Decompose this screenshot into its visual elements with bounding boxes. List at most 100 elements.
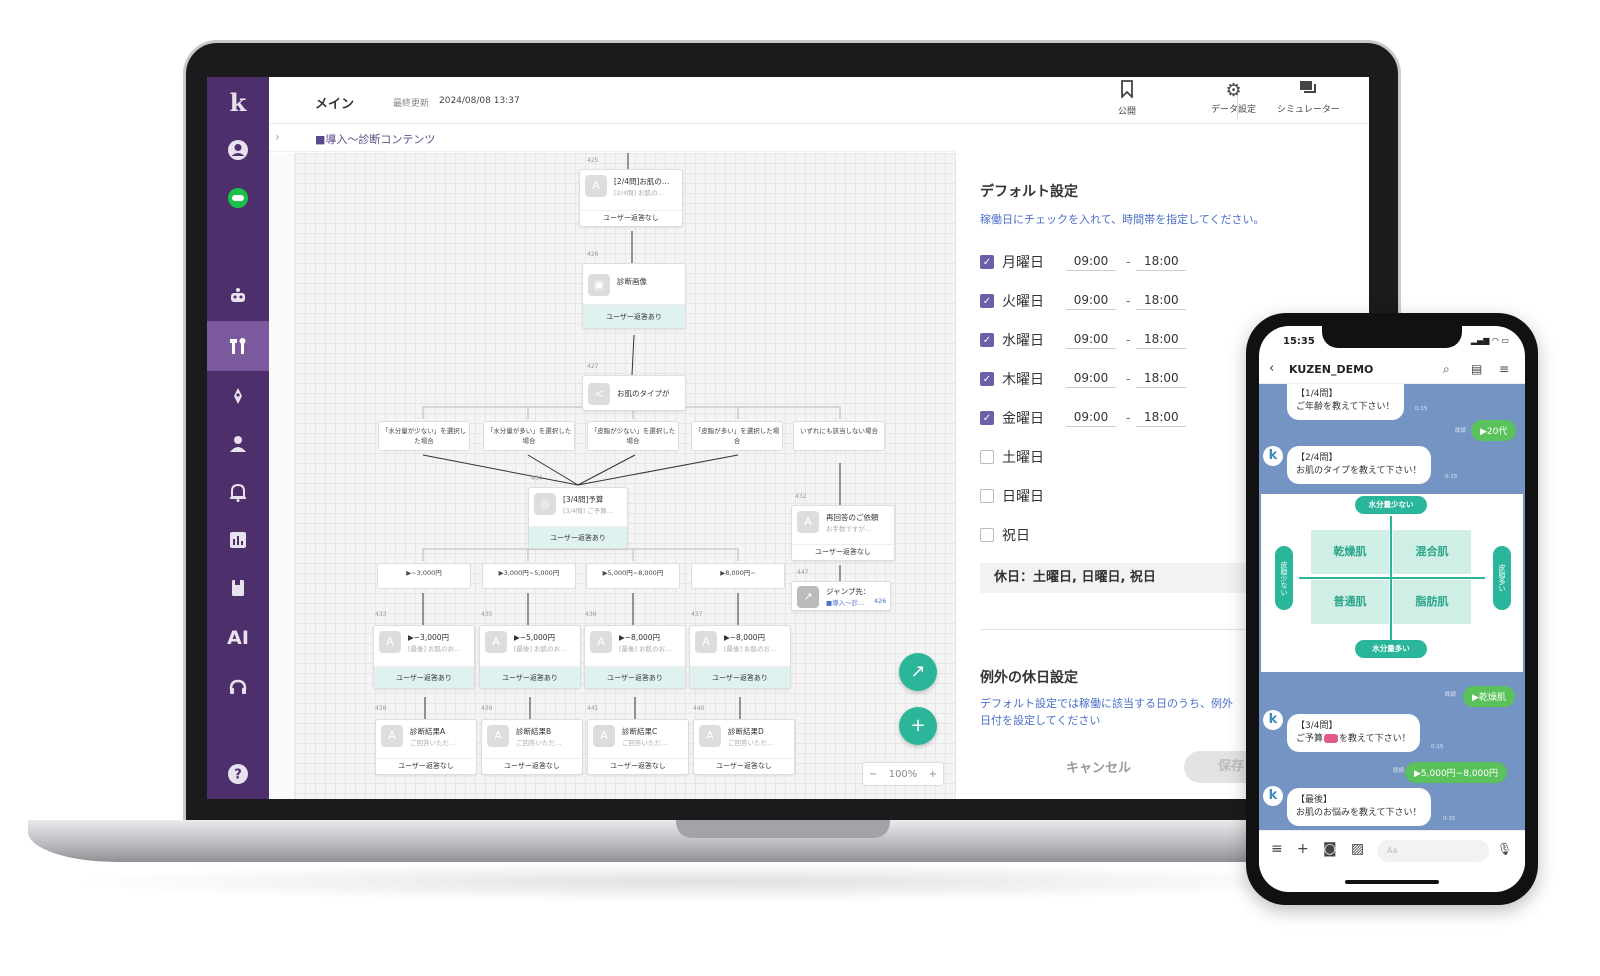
add-node-button[interactable]: + (899, 707, 937, 745)
ai-icon[interactable]: AI (207, 615, 269, 661)
chevron-right-icon[interactable]: › (275, 130, 280, 144)
condition-box[interactable]: 「皮脂が少ない」を選択した場合 (587, 421, 679, 451)
flow-node[interactable]: ▣ 診断画像 ユーザー返答あり (582, 263, 686, 329)
note-icon[interactable]: ▤ (1471, 362, 1483, 376)
flow-node[interactable]: A 診断結果D ご回答いただ… ユーザー返答なし (693, 719, 795, 775)
exception-desc-line-1: デフォルト設定では稼働に該当する日のうち、例外 (980, 697, 1233, 710)
menu-icon[interactable]: ≡ (1271, 841, 1283, 857)
flow-node[interactable]: A 診断結果A ご回答いただ… ユーザー返答なし (375, 719, 477, 775)
flow-canvas[interactable]: 425 A [2/4問]お肌の… [2/4問] お肌の… ユーザー返答なし 42… (295, 153, 955, 799)
back-icon[interactable]: ‹ (1269, 361, 1275, 376)
condition-box[interactable]: 「水分量が少ない」を選択した場合 (378, 421, 470, 451)
day-checkbox[interactable] (980, 489, 994, 503)
condition-box[interactable]: ▶8,000円~ (691, 563, 785, 589)
condition-box[interactable]: ▶5,000円~8,000円 (586, 563, 680, 589)
day-label: 火曜日 (1002, 294, 1044, 310)
end-time-input[interactable]: 18:00 (1136, 332, 1187, 349)
diagram-cell: 普通肌 (1311, 580, 1389, 624)
user-icon[interactable] (207, 127, 269, 173)
diagram-cell: 脂肪肌 (1393, 580, 1471, 624)
flow-node[interactable]: < お肌のタイプが (582, 375, 686, 411)
start-time-input[interactable]: 09:00 (1066, 332, 1116, 349)
message-input[interactable]: Aa (1377, 840, 1489, 862)
simulator-button[interactable]: シミュレーター (1277, 80, 1340, 115)
jump-node[interactable]: ↗ ジャンプ先： ■導入～診… 426 (791, 581, 891, 611)
condition-box[interactable]: いずれにも該当しない場合 (793, 421, 885, 451)
a-icon: A (487, 725, 509, 747)
support-icon[interactable] (207, 665, 269, 711)
flow-node[interactable]: ◎ [3/4問]予算 [3/4問] ご予算… ユーザー返答あり (528, 487, 628, 549)
phone-screen: 15:35 ▂▄▆ ◠ ▭ ‹ KUZEN_DEMO ⌕ ▤ ≡ 【1/4問】 … (1259, 326, 1525, 892)
help-icon[interactable]: ? (207, 751, 269, 797)
condition-box[interactable]: 「水分量が多い」を選択した場合 (483, 421, 575, 451)
condition-box[interactable]: ▶3,000円~5,000円 (482, 563, 576, 589)
image-icon[interactable]: ▨ (1351, 841, 1365, 857)
book-icon[interactable] (207, 565, 269, 611)
day-checkbox[interactable]: ✓ (980, 255, 994, 269)
node-subtitle: [2/4問] お肌の… (614, 189, 665, 197)
node-subtitle: [3/4問] ご予算… (563, 507, 614, 515)
share-button[interactable]: ↗ (899, 653, 937, 691)
flow-node[interactable]: A ▶~5,000円 [最後] お肌のお… ユーザー返答あり (479, 625, 581, 689)
day-checkbox[interactable] (980, 528, 994, 542)
day-label: 金曜日 (1002, 411, 1044, 427)
end-time-input[interactable]: 18:00 (1136, 293, 1187, 310)
end-time-input[interactable]: 18:00 (1136, 410, 1187, 427)
day-checkbox[interactable]: ✓ (980, 372, 994, 386)
tools-icon[interactable] (207, 321, 269, 371)
data-settings-button[interactable]: ⚙ データ設定 (1211, 80, 1256, 115)
flow-node[interactable]: A ▶~8,000円 [最後] お肌のお… ユーザー返答あり (689, 625, 791, 689)
start-time-input[interactable]: 09:00 (1066, 410, 1116, 427)
search-icon[interactable]: ⌕ (1443, 362, 1450, 376)
message-line: 【2/4問】 (1296, 453, 1338, 463)
start-time-input[interactable]: 09:00 (1066, 371, 1116, 388)
bell-icon[interactable] (207, 469, 269, 515)
diagram-cell: 乾燥肌 (1311, 530, 1389, 574)
day-checkbox[interactable]: ✓ (980, 294, 994, 308)
zoom-in-button[interactable]: + (928, 768, 937, 780)
divider (980, 629, 1260, 630)
node-number: 438 (375, 705, 387, 712)
logo[interactable]: k (207, 79, 269, 125)
chat-header: ‹ KUZEN_DEMO ⌕ ▤ ≡ (1259, 356, 1525, 384)
flow-node[interactable]: A 診断結果B ご回答いただ… ユーザー返答なし (481, 719, 583, 775)
node-title: [2/4問]お肌の… (614, 177, 670, 186)
signal-icon: ▂▄▆ ◠ ▭ (1470, 336, 1509, 345)
breadcrumb[interactable]: ■導入～診断コンテンツ (315, 133, 436, 146)
cancel-button[interactable]: キャンセル (1066, 761, 1132, 776)
end-time-input[interactable]: 18:00 (1136, 371, 1187, 388)
publish-button[interactable]: 公開 (1118, 80, 1136, 117)
flow-node[interactable]: A 診断結果C ご回答いただ… ユーザー返答なし (587, 719, 689, 775)
day-checkbox[interactable]: ✓ (980, 333, 994, 347)
flow-node[interactable]: A [2/4問]お肌の… [2/4問] お肌の… ユーザー返答なし (579, 169, 683, 227)
start-time-input[interactable]: 09:00 (1066, 254, 1116, 271)
end-time-input[interactable]: 18:00 (1136, 254, 1187, 271)
camera-icon[interactable]: ◙ (1323, 841, 1337, 857)
zoom-out-button[interactable]: − (869, 768, 878, 780)
bot-icon[interactable] (207, 273, 269, 319)
node-number: 434 (531, 475, 543, 482)
person-icon[interactable] (207, 421, 269, 467)
condition-box[interactable]: ▶~3,000円 (377, 563, 471, 589)
flow-node[interactable]: A ▶~8,000円 [最後] お肌のお… ユーザー返答あり (584, 625, 686, 689)
message-line: 【最後】 (1296, 795, 1333, 805)
bot-message: 【最後】 お肌のお悩みを教えて下さい！ (1287, 788, 1431, 826)
menu-icon[interactable]: ≡ (1499, 362, 1510, 376)
message-time: 0:15 (1443, 816, 1456, 822)
start-time-input[interactable]: 09:00 (1066, 293, 1116, 310)
plus-icon[interactable]: + (1297, 841, 1309, 857)
rocket-icon[interactable] (207, 373, 269, 419)
condition-box[interactable]: 「皮脂が多い」を選択した場合 (691, 421, 783, 451)
day-row: 祝日 (980, 523, 1066, 547)
line-icon[interactable] (207, 175, 269, 221)
day-checkbox[interactable]: ✓ (980, 411, 994, 425)
node-title: ▶~8,000円 (724, 633, 766, 642)
node-subtitle: ■導入～診… (826, 599, 865, 607)
day-row: ✓ 火曜日 09:00 - 18:00 (980, 289, 1190, 313)
flow-node[interactable]: A ▶~3,000円 [最後] お肌のお… ユーザー返答あり (373, 625, 475, 689)
day-checkbox[interactable] (980, 450, 994, 464)
chart-icon[interactable] (207, 517, 269, 563)
flow-node[interactable]: A 再回答のご依頼 お手数ですが… ユーザー返答なし (791, 505, 895, 561)
node-number: 447 (797, 569, 809, 576)
mic-icon[interactable]: 🎙 (1497, 842, 1513, 856)
